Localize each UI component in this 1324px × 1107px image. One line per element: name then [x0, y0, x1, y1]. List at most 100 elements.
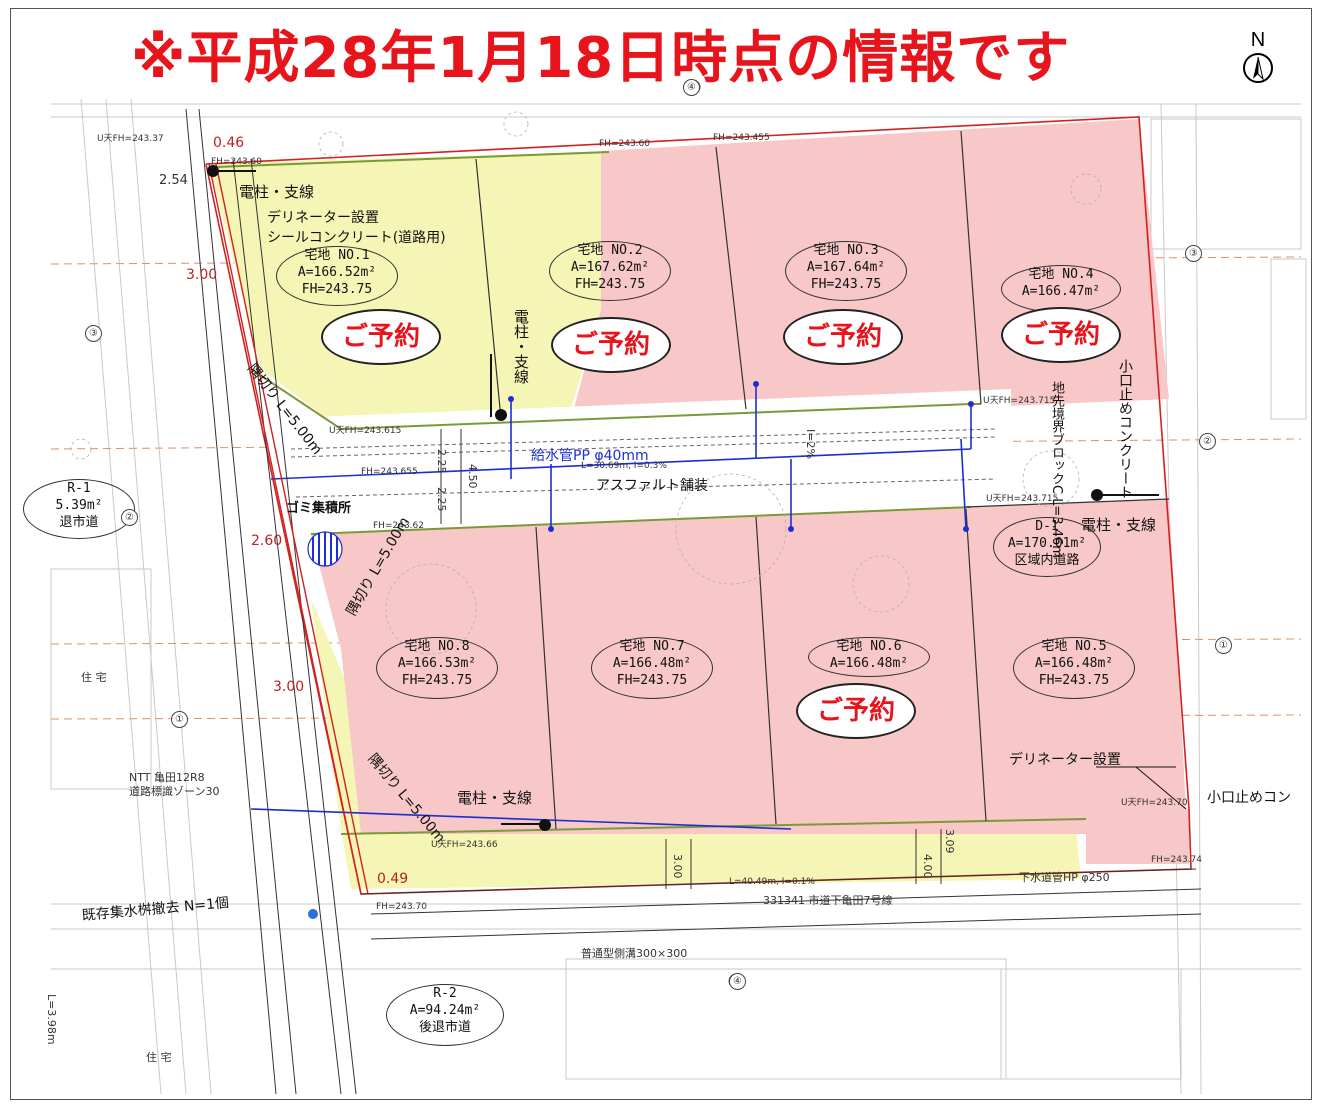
dim-2-54: 2.54	[159, 173, 188, 188]
slope-label: I=2%	[804, 429, 817, 459]
site-plan-drawing	[50, 79, 1307, 1095]
lot-8-info: 宅地 NO.8 A=166.53m² FH=243.75	[376, 637, 498, 699]
lot-4-info: 宅地 NO.4 A=166.47m²	[1001, 265, 1121, 313]
fh-n3: FH=243.455	[713, 133, 770, 143]
utility-pole-east-marker	[1091, 489, 1103, 501]
pole-center-label: 電柱・支線	[512, 309, 530, 384]
lot-5-fh: FH=243.75	[1038, 673, 1110, 688]
lot-8-fh: FH=243.75	[401, 673, 473, 688]
length-3-98-label: L=3.98m	[45, 994, 58, 1045]
road-mark-label: 道路標識ゾーン30	[129, 785, 220, 798]
dim-2-60: 2.60	[251, 533, 283, 549]
lot-5-name: 宅地 NO.5	[1041, 639, 1107, 654]
ref-1-east: ①	[1215, 637, 1232, 654]
dim-2-25b: 2.25	[435, 487, 448, 512]
road-d1-area: A=170.01m²	[1007, 536, 1087, 551]
lot-4-name: 宅地 NO.4	[1028, 267, 1094, 282]
lot-5-info: 宅地 NO.5 A=166.48m² FH=243.75	[1013, 637, 1135, 699]
fh-s2: FH=243.70	[376, 902, 427, 912]
lot-6-name: 宅地 NO.6	[836, 639, 902, 654]
road-r1-name: R-1	[67, 481, 91, 496]
road-r1-area: 5.39m²	[55, 498, 103, 513]
lot-6-area: A=166.48m²	[829, 656, 909, 671]
lot-3-info: 宅地 NO.3 A=167.64m² FH=243.75	[785, 241, 907, 301]
lot-1-name: 宅地 NO.1	[304, 248, 370, 263]
info-date-banner: ※平成28年1月18日時点の情報です	[131, 26, 1071, 91]
asphalt-label: アスファルト舗装	[596, 478, 708, 494]
north-arrow: N	[1233, 29, 1283, 83]
lot-1-reserved-badge: ご予約	[321, 309, 441, 365]
stop-concrete-e-label: 小口止めコンクリート	[1117, 359, 1133, 499]
dim-3-00w: 3.00	[186, 267, 218, 283]
dim-3-00s: 3.00	[671, 854, 684, 879]
lot-7-fh: FH=243.75	[616, 673, 688, 688]
lot-5-area: A=166.48m²	[1034, 656, 1114, 671]
map-frame: ※平成28年1月18日時点の情報です N 宅地 NO.1 A=166.52m² …	[10, 8, 1312, 1100]
boundary-block-label: 地先境界ブロックC L=3.46m	[1049, 381, 1064, 558]
pipe-length-s-label: L=40.49m, I=0.1%	[729, 877, 815, 887]
road-r2-name: R-2	[433, 986, 457, 1001]
lot-7-name: 宅地 NO.7	[619, 639, 685, 654]
pole-south-label: 電柱・支線	[457, 789, 533, 807]
lot-7-area: A=166.48m²	[612, 656, 692, 671]
residence-w-label: 住 宅	[81, 671, 107, 684]
road-r2-area: A=94.24m²	[409, 1003, 481, 1018]
ref-1-west: ①	[171, 711, 188, 728]
lot-4-reserved-badge: ご予約	[1001, 307, 1121, 363]
dim-3-00w2: 3.00	[273, 679, 305, 695]
dim-4-00s: 4.00	[921, 854, 934, 879]
lot-8-area: A=166.53m²	[397, 656, 477, 671]
city-road-label: 331341 市道下亀田7号線	[763, 894, 893, 907]
lot-6-reserved-badge: ご予約	[796, 683, 916, 739]
ref-2-east: ②	[1199, 433, 1216, 450]
ntt-label: NTT 亀田12R8	[129, 771, 205, 784]
dim-0-46: 0.46	[213, 135, 245, 151]
fh-nw: FH=243.60	[211, 157, 262, 167]
compass-icon	[1243, 53, 1273, 83]
lot-4-area: A=166.47m²	[1021, 284, 1101, 299]
road-r1-info: R-1 5.39m² 退市道	[23, 479, 135, 539]
water-pipe-label: 給水管PP φ40mm	[531, 448, 649, 464]
lot-2-area: A=167.62m²	[570, 260, 650, 275]
fh-c1: U天FH=243.615	[329, 426, 402, 436]
garbage-label: ゴミ集積所	[286, 501, 352, 516]
lot-6-info: 宅地 NO.6 A=166.48m²	[808, 637, 930, 677]
utility-pole-nw-marker	[207, 165, 219, 177]
dim-3-09: 3.09	[943, 829, 956, 854]
dim-4-50: 4.50	[466, 464, 479, 489]
seal-concrete-label: シールコンクリート(道路用)	[267, 230, 446, 246]
lot-2-name: 宅地 NO.2	[577, 243, 643, 258]
lot-1-fh: FH=243.75	[301, 282, 373, 297]
residence-sw-label: 住 宅	[146, 1051, 172, 1064]
lot-2-fh: FH=243.75	[574, 277, 646, 292]
side-ditch-label: 普通型側溝300×300	[581, 947, 688, 960]
sewer-label: 下水道管HP φ250	[1019, 871, 1110, 884]
road-d1-name: D-1	[1035, 519, 1059, 534]
lot-3-fh: FH=243.75	[810, 277, 882, 292]
ref-3-west: ③	[85, 325, 102, 342]
lot-7-info: 宅地 NO.7 A=166.48m² FH=243.75	[591, 637, 713, 699]
lot-3-area: A=167.64m²	[806, 260, 886, 275]
pole-east-label: 電柱・支線	[1081, 516, 1157, 534]
road-r2-desc: 後退市道	[418, 1020, 471, 1035]
ref-4-south: ④	[729, 973, 746, 990]
fh-c2: FH=243.655	[361, 467, 418, 477]
fh-se: U天FH=243.70	[1121, 798, 1188, 808]
road-d1-info: D-1 A=170.01m² 区域内道路	[993, 517, 1101, 577]
road-d1-desc: 区域内道路	[1014, 553, 1080, 568]
lot-1-area: A=166.52m²	[297, 265, 377, 280]
pipe-length-label: L=30.69m, I=0.3%	[581, 461, 667, 471]
elev-nw: U天FH=243.37	[97, 134, 164, 144]
fh-s1: U天FH=243.66	[431, 840, 498, 850]
lot-2-info: 宅地 NO.2 A=167.62m² FH=243.75	[549, 241, 671, 301]
fh-n2: FH=243.60	[599, 139, 650, 149]
road-r1-desc: 退市道	[59, 515, 99, 530]
fh-e1: U天FH=243.715	[983, 396, 1056, 406]
road-r2-info: R-2 A=94.24m² 後退市道	[386, 984, 504, 1046]
ref-2-west: ②	[121, 509, 138, 526]
ref-4-north: ④	[683, 79, 700, 96]
lot-1-info: 宅地 NO.1 A=166.52m² FH=243.75	[276, 246, 398, 306]
lot-8-name: 宅地 NO.8	[404, 639, 470, 654]
fh-c3: FH=243.62	[373, 521, 424, 531]
delineator-se-label: デリネーター設置	[1009, 752, 1121, 768]
